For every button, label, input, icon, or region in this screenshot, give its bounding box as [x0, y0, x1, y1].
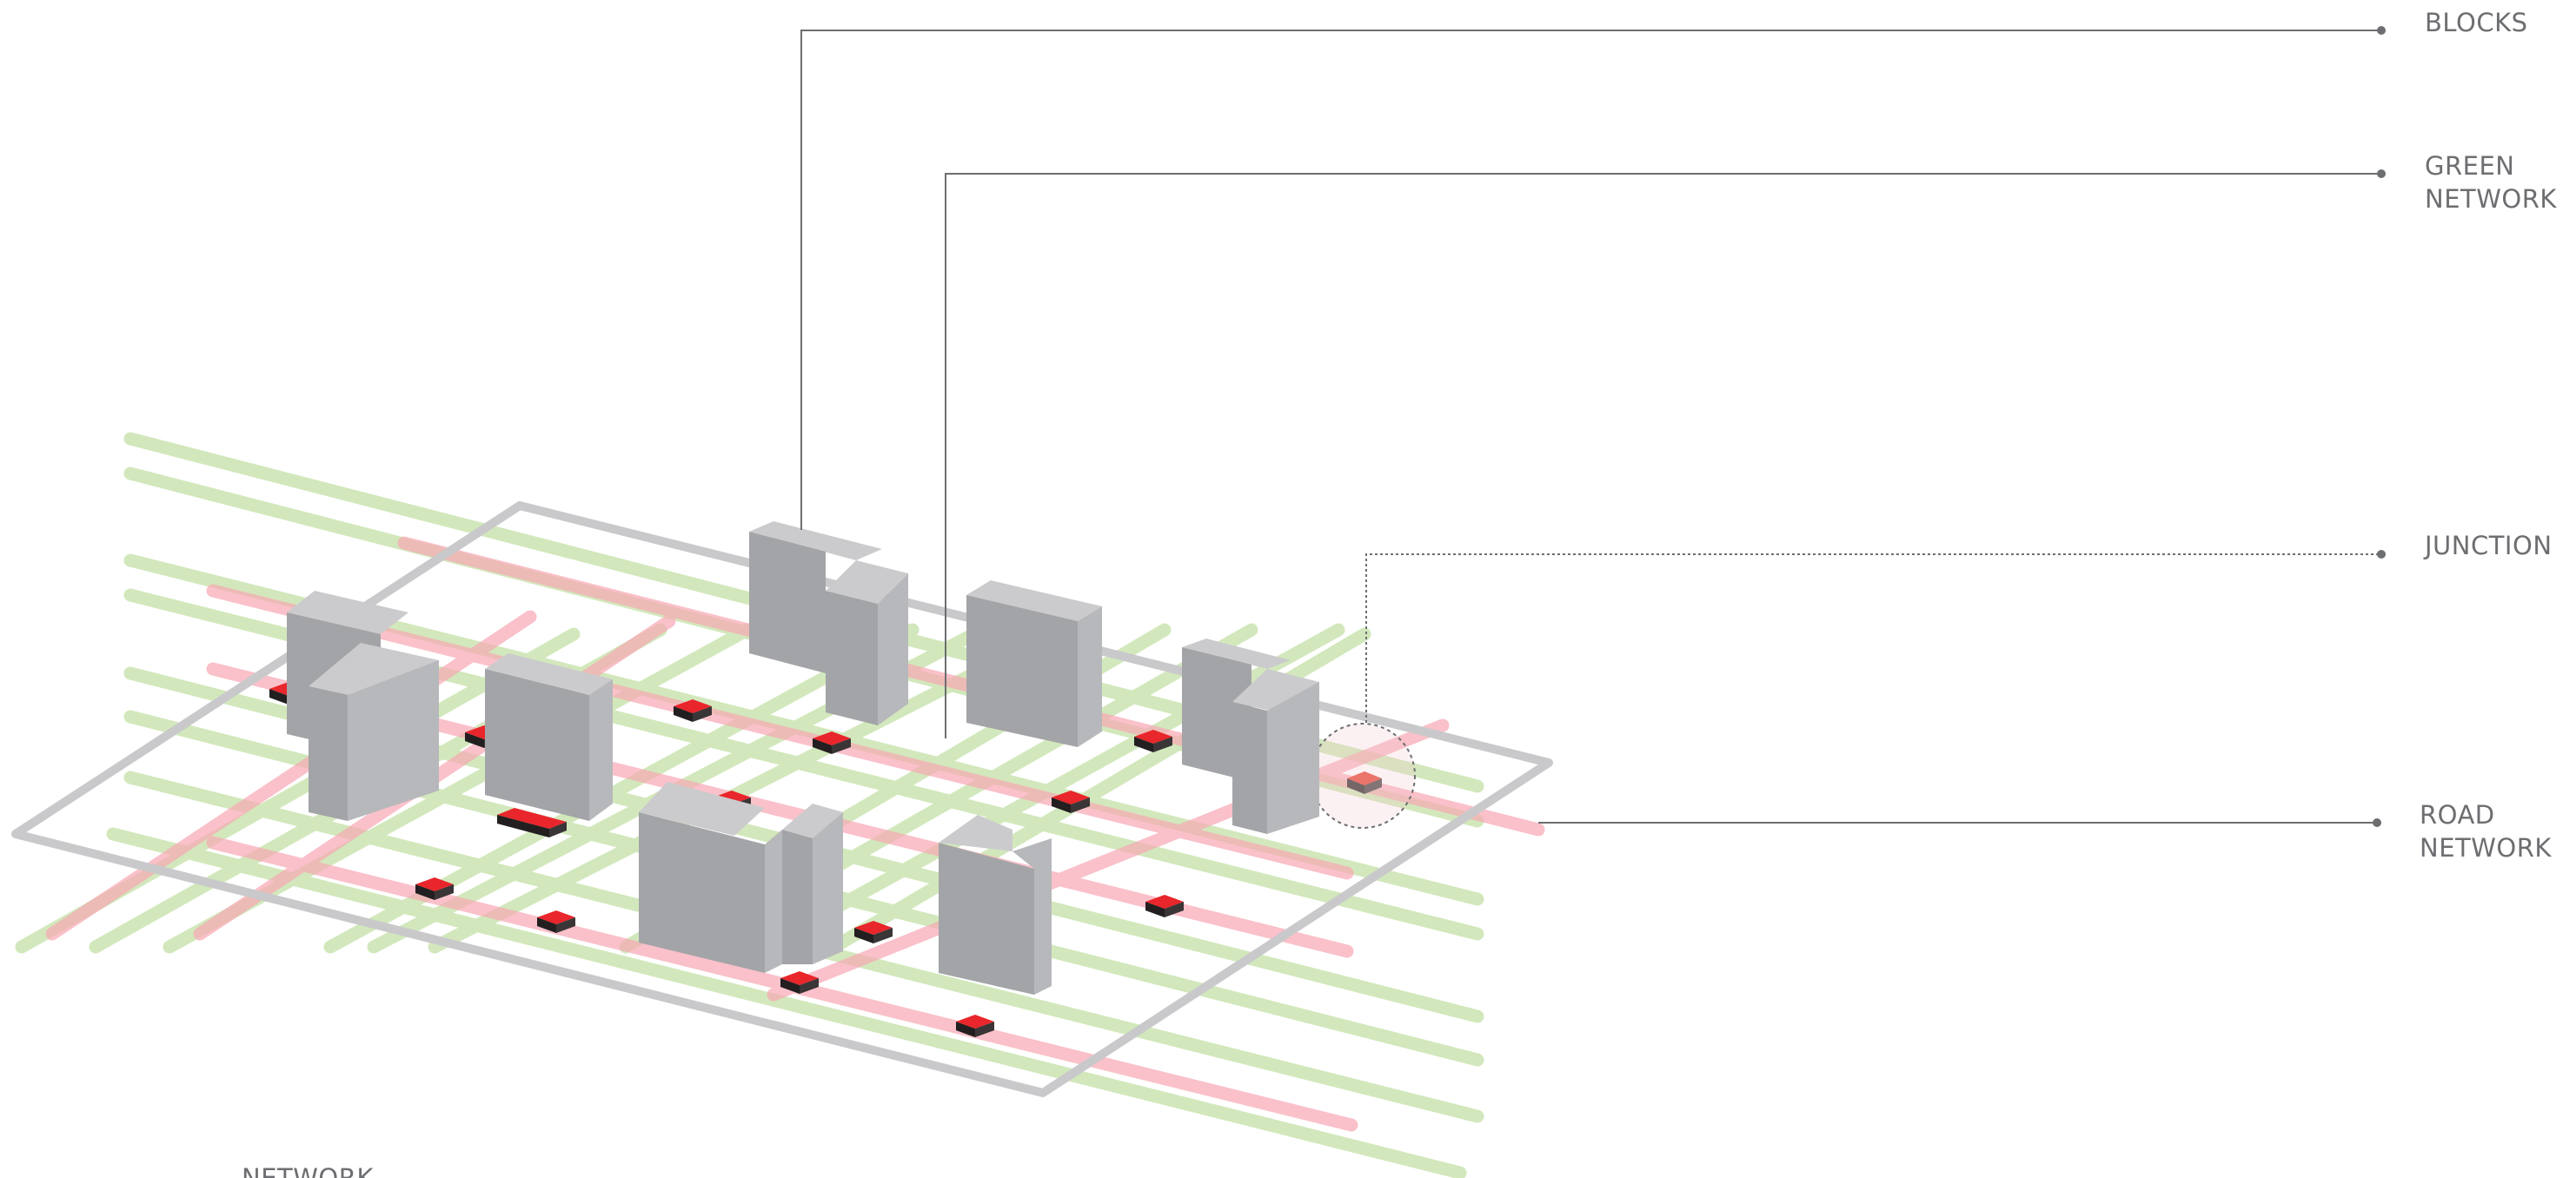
block — [939, 815, 1052, 995]
block — [287, 591, 439, 821]
blocks-leader — [800, 30, 2381, 530]
green-network-label-line2: NETWORK — [2425, 184, 2557, 214]
block — [1182, 639, 1319, 834]
junction-marker — [1134, 730, 1172, 752]
bottom-network-label: NETWORK — [242, 1163, 374, 1178]
leader-lines — [800, 30, 2381, 824]
road-network-label-line1: ROAD — [2420, 800, 2495, 830]
highlighted-junction-marker — [1347, 771, 1382, 794]
junction-marker — [415, 877, 454, 900]
block — [966, 580, 1102, 747]
block — [639, 782, 843, 973]
blocks-label: BLOCKS — [2425, 8, 2528, 37]
junction-marker — [1145, 895, 1184, 917]
junction-label: JUNCTION — [2423, 531, 2553, 560]
junction-marker — [1052, 791, 1090, 813]
junction-marker-long — [497, 808, 567, 837]
building-blocks — [287, 521, 1319, 995]
block — [749, 521, 908, 725]
leader-dots — [2373, 26, 2386, 827]
junction-marker — [537, 910, 575, 933]
green-network-leader — [945, 173, 2381, 738]
green-network-label-line1: GREEN — [2425, 151, 2514, 181]
junction-marker — [780, 971, 819, 994]
junction-marker — [854, 921, 893, 943]
road-network-label-line2: NETWORK — [2420, 833, 2552, 863]
junction-highlight-circle — [1310, 723, 1416, 829]
junction-marker — [956, 1015, 994, 1037]
junction-marker — [813, 731, 851, 754]
block — [485, 653, 613, 821]
junction-marker — [674, 699, 712, 722]
junction-leader — [1365, 553, 2381, 723]
